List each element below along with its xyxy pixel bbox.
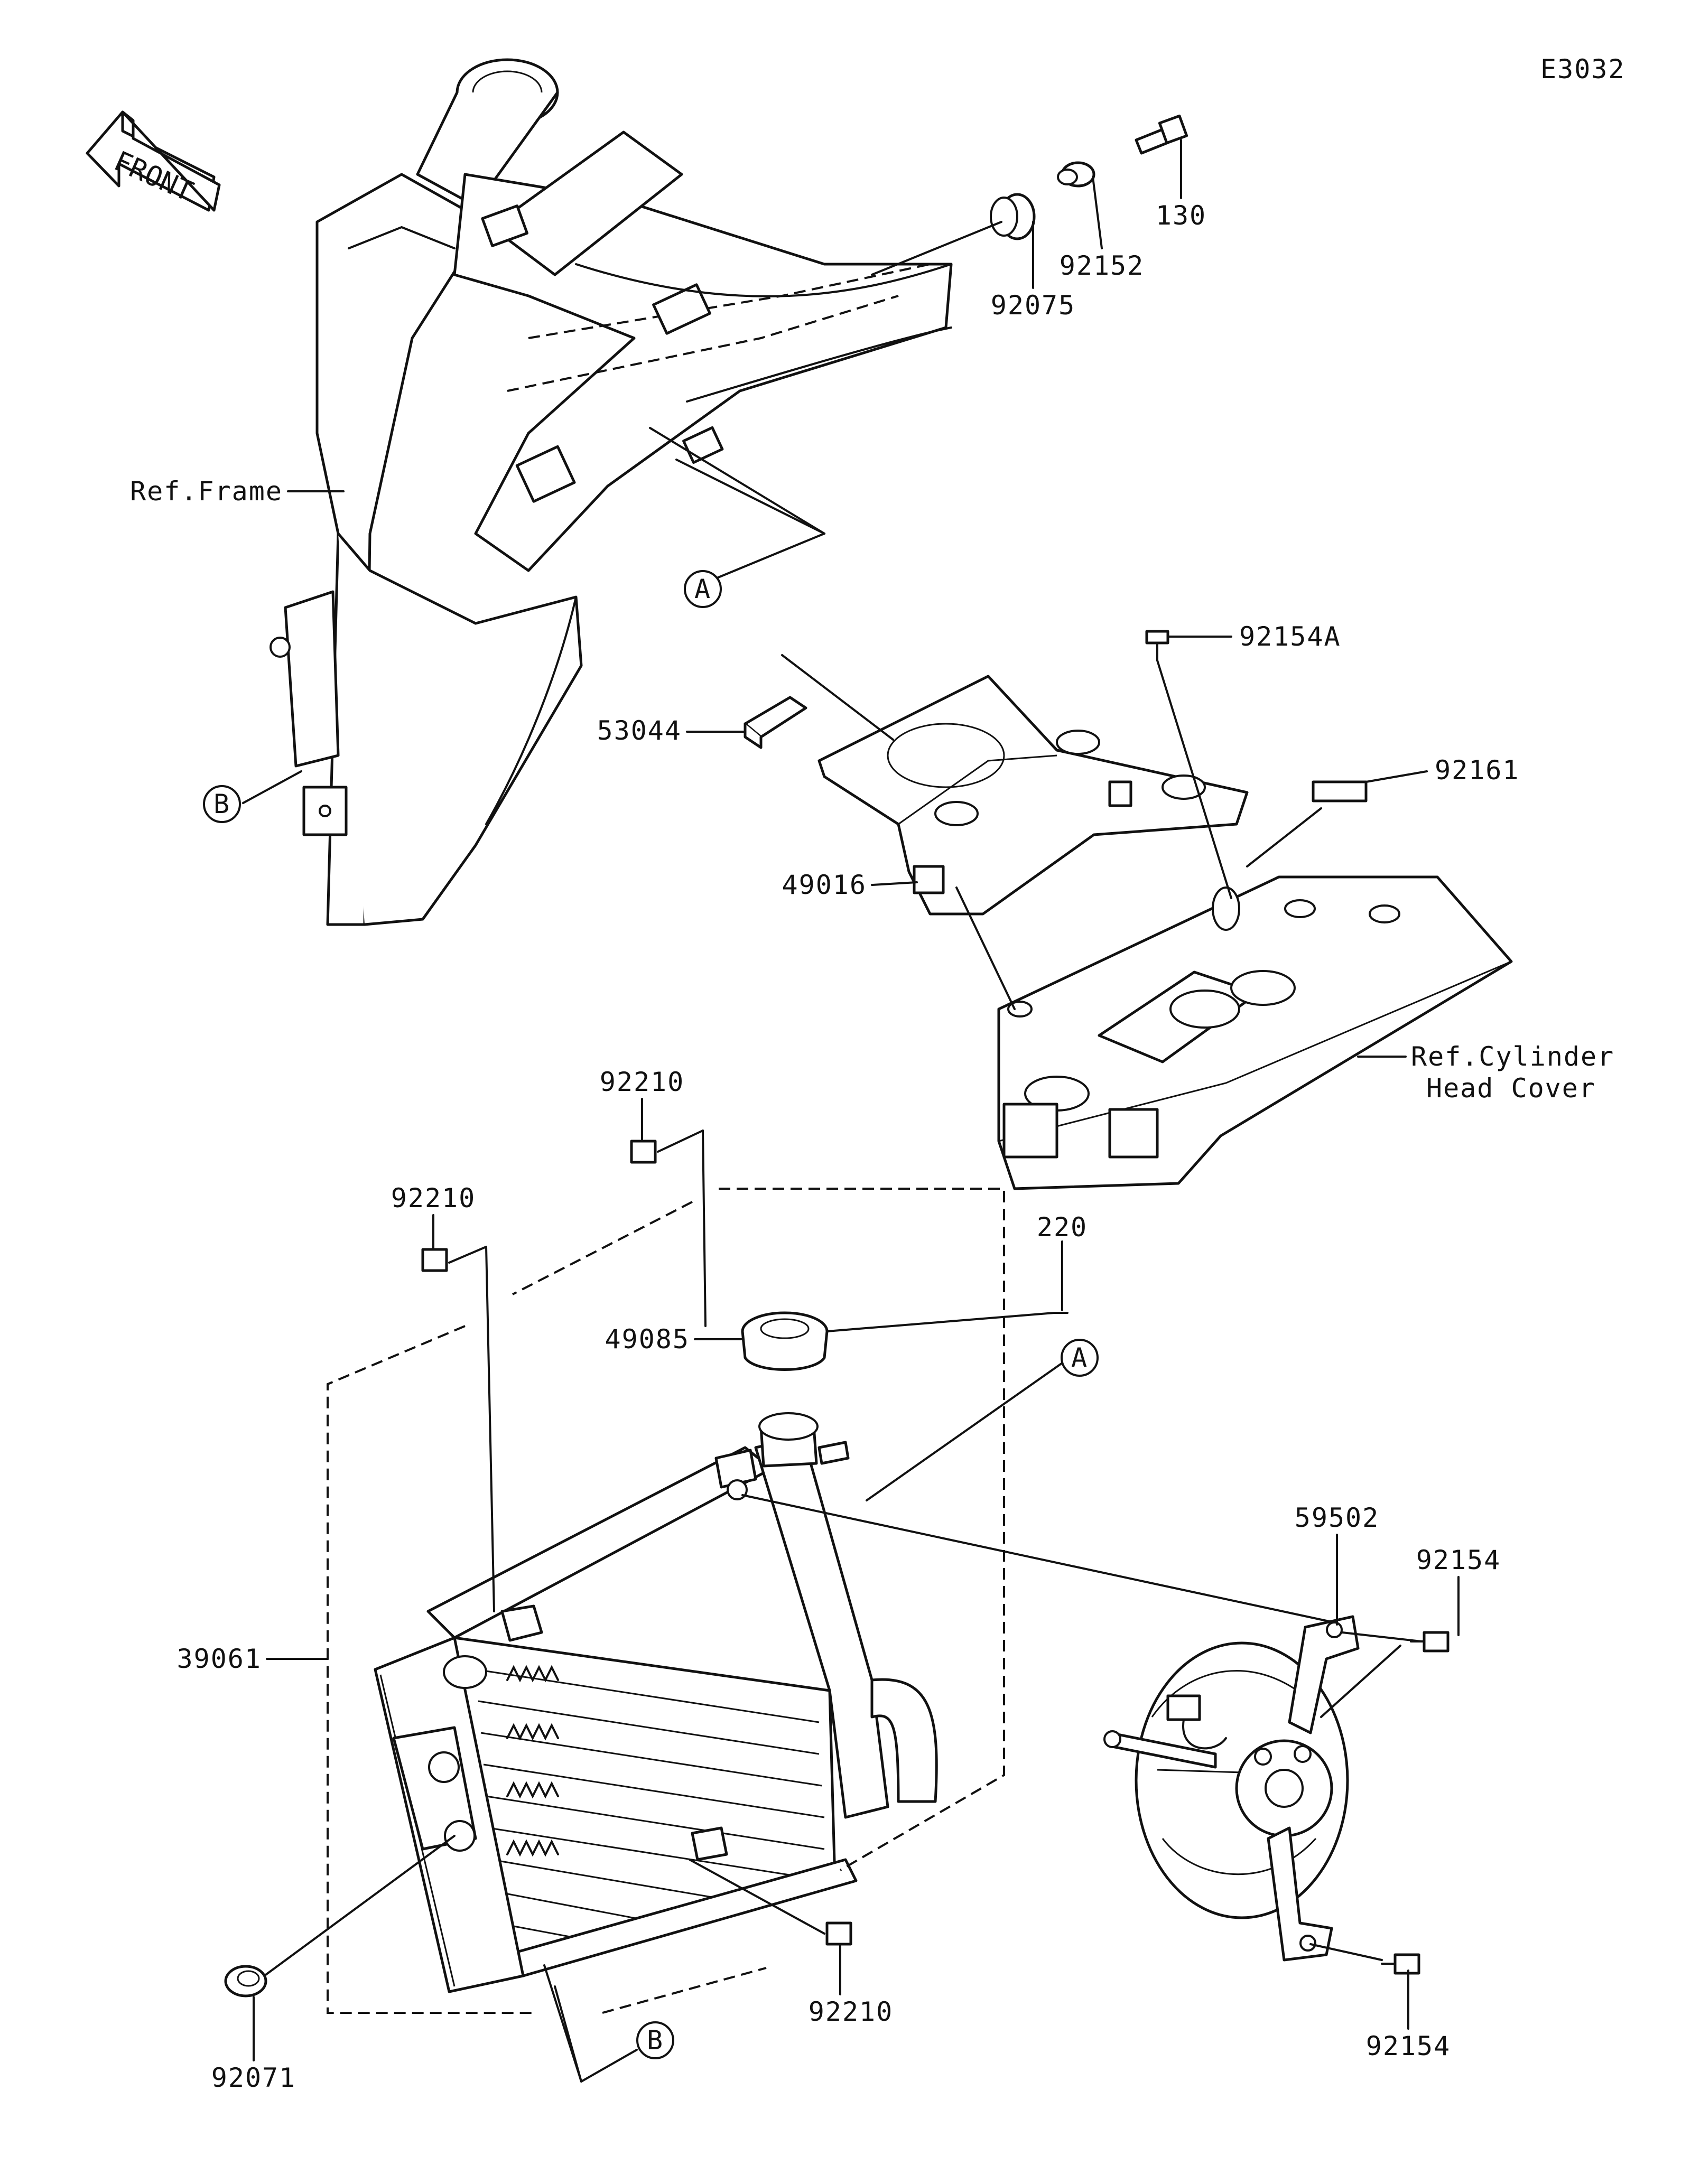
ref-cylinder-head-label-line1: Ref.Cylinder [1411,1041,1614,1072]
front-arrow-icon: FRONT [86,110,221,212]
callout-a-right: A [1061,1339,1099,1377]
part-label-92210-top: 92210 [600,1067,685,1097]
fan-assembly-illustration [1103,1615,1360,1962]
part-label-92210-bottom: 92210 [809,1996,894,2027]
part-label-92154A: 92154A [1239,621,1341,652]
callout-b-bottom: B [636,2021,674,2059]
bolt-92154-lower-icon [1381,1953,1420,1975]
radiator-fins [475,1665,828,1940]
ref-frame-label: Ref.Frame [130,476,283,507]
leader-lines [242,139,1460,2083]
part-label-92152: 92152 [1060,250,1145,281]
diagram-code: E3032 [1540,54,1625,85]
frame-illustration [270,58,953,926]
svg-text:B: B [213,789,230,819]
radiator-cap-49085 [741,1311,829,1371]
clip-92210-top [630,1140,657,1164]
part-label-92210-left: 92210 [391,1183,476,1214]
bolt-92154A-icon [1145,630,1169,661]
radiator-illustration [374,1412,938,1993]
part-label-49085: 49085 [605,1324,690,1355]
pad-92161 [1312,780,1368,802]
bolt-130-icon [1135,114,1188,155]
part-label-49016: 49016 [782,870,867,900]
part-label-59502: 59502 [1295,1502,1380,1533]
svg-text:A: A [694,574,711,604]
part-label-53044: 53044 [597,715,682,746]
callout-b-left: B [203,785,241,823]
grommet-92075-icon [990,193,1036,240]
collar-92152-icon [1057,161,1095,188]
coolant-cover-illustration [817,675,1249,916]
svg-text:B: B [647,2025,664,2056]
part-label-92154-lower: 92154 [1366,2031,1451,2061]
part-label-220: 220 [1037,1212,1088,1243]
clip-92210-bottom [825,1921,852,1946]
part-label-92071: 92071 [211,2062,296,2093]
part-label-92154-upper: 92154 [1416,1545,1501,1575]
seal-strip-53044 [744,696,807,749]
bolt-92154-upper-icon [1410,1631,1450,1653]
part-label-39061: 39061 [176,1644,262,1674]
callout-a-top: A [684,570,722,608]
clip-92210-left [421,1248,448,1272]
grommet-92071 [224,1965,267,1998]
svg-text:A: A [1071,1342,1088,1373]
part-label-92161: 92161 [1435,755,1520,786]
cylinder-head-cover-illustration [997,875,1513,1190]
part-label-92075: 92075 [991,290,1076,321]
ref-cylinder-head-label-line2: Head Cover [1426,1073,1596,1104]
part-label-130: 130 [1156,200,1206,231]
